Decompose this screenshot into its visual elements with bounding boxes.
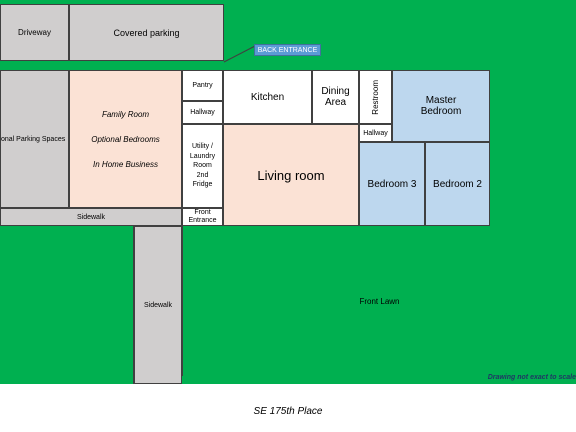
driveway-label: Driveway	[18, 28, 51, 37]
front-lawn-area	[0, 226, 576, 384]
driveway: Driveway	[0, 4, 69, 61]
bedroom-2-label: Bedroom 2	[433, 178, 482, 190]
additional-parking-spaces: onal Parking Spaces	[0, 70, 69, 208]
front-lawn-label: Front Lawn	[359, 296, 400, 306]
hallway-bedrooms: Hallway	[359, 124, 392, 142]
street-name: SE 175th Place	[0, 402, 576, 420]
sidewalk-horizontal-label: Sidewalk	[76, 213, 105, 221]
dining-area-label: Dining Area	[321, 86, 350, 108]
sidewalk-horizontal: Sidewalk	[0, 208, 182, 226]
front-entrance: Front Entrance	[182, 208, 223, 226]
living-room-label: Living room	[257, 167, 325, 183]
scale-note: Drawing not exact to scale	[488, 374, 576, 381]
sidewalk-vertical: Sidewalk	[134, 226, 182, 384]
bedroom-2: Bedroom 2	[425, 142, 490, 226]
living-room: Living room	[223, 124, 359, 226]
pantry-label: Pantry	[192, 82, 213, 89]
bedroom-3: Bedroom 3	[359, 142, 425, 226]
front-entrance-label: Front Entrance	[188, 209, 217, 224]
side-lawn	[490, 70, 576, 226]
restroom: Restroom	[359, 70, 392, 124]
covered-parking-label: Covered parking	[113, 27, 180, 38]
master-bedroom-label: Master Bedroom	[420, 95, 462, 117]
street-name-label: SE 175th Place	[253, 405, 323, 417]
additional-parking-label: onal Parking Spaces	[1, 135, 66, 143]
kitchen-label: Kitchen	[250, 91, 285, 103]
family-room-home-business: In Home Business	[93, 159, 158, 169]
kitchen: Kitchen	[223, 70, 312, 124]
back-entrance-connector	[223, 45, 256, 63]
covered-parking: Covered parking	[69, 4, 224, 61]
family-room: Family Room Optional Bedrooms In Home Bu…	[69, 70, 182, 208]
master-bedroom: Master Bedroom	[392, 70, 490, 142]
front-lawn: Front Lawn	[182, 226, 576, 376]
back-entrance-label: BACK ENTRANCE	[257, 46, 318, 54]
bedroom-3-label: Bedroom 3	[367, 178, 417, 190]
dining-area: Dining Area	[312, 70, 359, 124]
scale-note-label: Drawing not exact to scale	[487, 374, 576, 381]
back-entrance-pointer-line	[223, 45, 256, 63]
hallway-pantry: Hallway	[182, 101, 223, 124]
utility-laundry-label: Utility / Laundry Room 2nd Fridge	[189, 143, 216, 189]
restroom-label: Restroom	[371, 79, 380, 115]
family-room-optional-bedrooms: Optional Bedrooms	[91, 134, 160, 144]
family-room-title: Family Room	[101, 109, 150, 119]
back-entrance-tag: BACK ENTRANCE	[254, 44, 321, 56]
utility-laundry-room: Utility / Laundry Room 2nd Fridge	[182, 124, 223, 208]
hallway-bedrooms-label: Hallway	[363, 129, 388, 137]
pantry: Pantry	[182, 70, 223, 101]
hallway-pantry-label: Hallway	[190, 109, 215, 116]
sidewalk-vertical-label: Sidewalk	[143, 301, 172, 309]
lawn-divider	[133, 226, 134, 384]
